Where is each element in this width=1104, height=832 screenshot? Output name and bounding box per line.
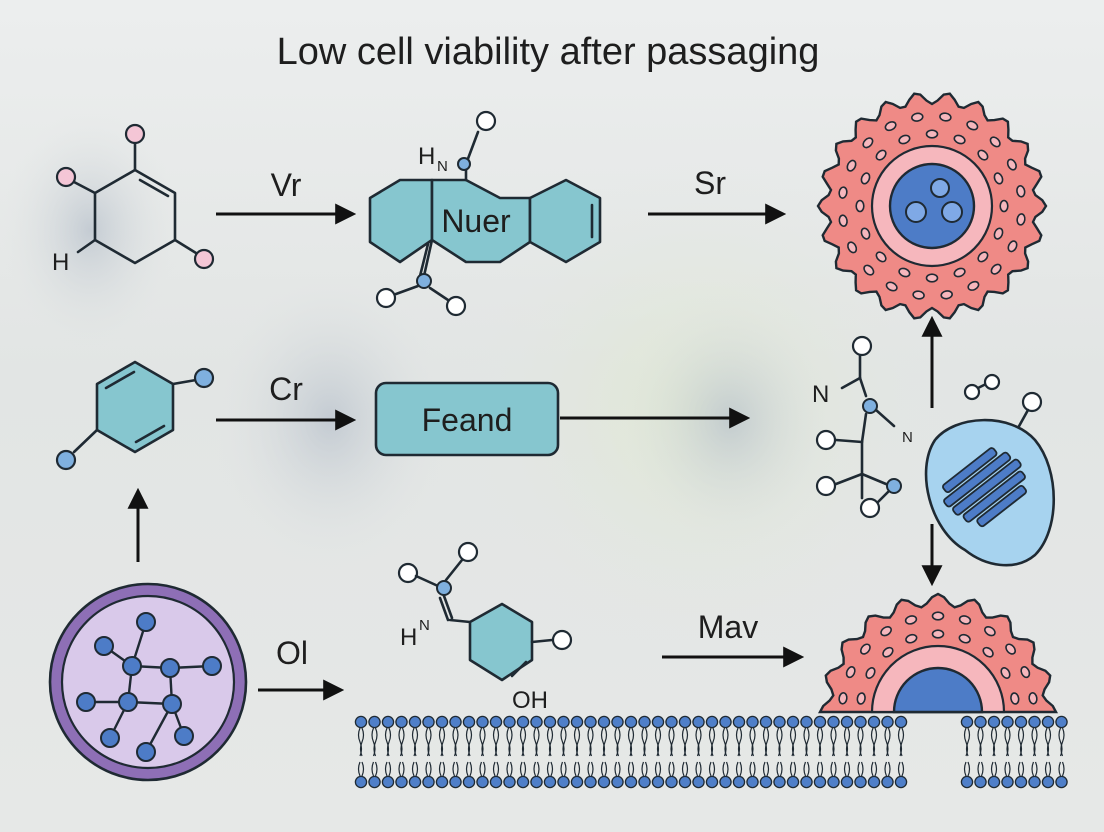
- organelle-cristae: [942, 447, 1027, 528]
- atom-pink: [193, 248, 215, 270]
- molecule-label-nuer: Nuer: [441, 203, 511, 239]
- atom-label-n: N: [437, 158, 448, 175]
- atom-label-n: N: [812, 381, 829, 408]
- arrow-label-sr: Sr: [694, 165, 726, 201]
- diagram-title: Low cell viability after passaging: [277, 31, 820, 73]
- feand-box-label: Feand: [422, 402, 513, 438]
- molecule-cyclohexene: H: [52, 123, 215, 276]
- cell-nucleus: [888, 162, 976, 250]
- atom-label-h: H: [418, 143, 435, 170]
- atom-label-h: H: [52, 249, 69, 276]
- arrow-label-ol: Ol: [276, 635, 308, 671]
- cell-bottom-right: [818, 592, 1058, 714]
- feand-box: [374, 381, 560, 457]
- background-blur: [0, 110, 950, 660]
- node-network: [76, 612, 222, 762]
- arrow-label-vr: Vr: [271, 167, 302, 203]
- cell-granules: [838, 112, 1026, 300]
- atom-label-h: H: [400, 624, 417, 651]
- atom-pink: [55, 166, 77, 188]
- cell-top-right: [816, 92, 1048, 320]
- molecule-hydroxy-ring: H N OH: [397, 541, 573, 714]
- atom-pink: [124, 123, 146, 145]
- arrow-label-mav: Mav: [698, 609, 758, 645]
- arrow-label-cr: Cr: [269, 371, 303, 407]
- molecule-nuer: H N Nuer: [368, 110, 602, 317]
- molecule-oxygen: [963, 373, 1043, 430]
- half-cell-granules: [838, 611, 1038, 705]
- atom-label-n: N: [419, 617, 430, 634]
- atom-label-n: N: [902, 429, 913, 446]
- lipid-bilayer: [354, 715, 1068, 789]
- organelle: [924, 418, 1056, 567]
- molecule-cyclohexadiene: [55, 360, 215, 471]
- half-cell-nucleus: [892, 666, 984, 714]
- vesicle-network: [48, 582, 248, 782]
- atom-label-oh: OH: [512, 687, 548, 714]
- molecule-amino-fragment: N N: [812, 335, 913, 519]
